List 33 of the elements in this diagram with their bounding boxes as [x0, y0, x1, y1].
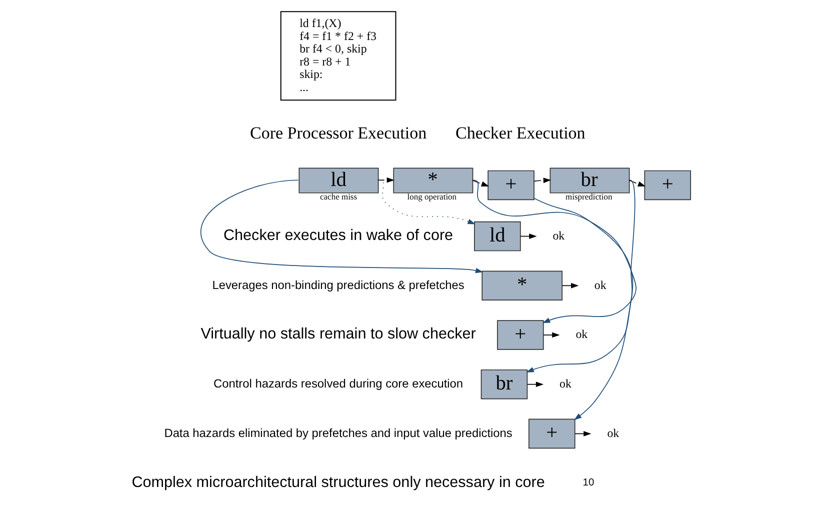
node-text: ok	[607, 426, 620, 440]
node-box: +	[644, 170, 692, 200]
label: Complex microarchitectural structures only necessary in core	[132, 474, 545, 491]
node-box: ld	[474, 221, 521, 252]
label: Control hazards resolved during core execution	[214, 376, 464, 390]
node-text: ok	[576, 327, 588, 342]
arrow	[543, 332, 560, 338]
node-box: +	[497, 320, 544, 350]
arrow	[526, 198, 634, 372]
node-label: cache miss	[320, 192, 358, 202]
label: Checker executes in wake of core	[224, 227, 454, 244]
node-box: ld f1,(X) f4 = f1 * f2 + f3 br f4 < 0, skip r8 = r8 + 1 skip: ...	[280, 11, 396, 101]
label: Core Processor Execution	[250, 123, 427, 142]
arrow	[377, 177, 394, 183]
node-label: misprediction	[566, 192, 612, 202]
label: Checker Execution	[455, 123, 586, 142]
arrow	[378, 180, 476, 224]
label: Data hazards eliminated by prefetches and input value predictions	[164, 426, 512, 440]
node-label: long operation	[407, 192, 457, 202]
node-box: +	[528, 418, 576, 449]
label: Virtually no stalls remain to slow checker	[200, 326, 476, 343]
node-box: br	[480, 369, 528, 400]
arrow	[534, 178, 552, 184]
node-text: ok	[594, 278, 606, 292]
label: 10	[582, 478, 594, 489]
node-box: *	[482, 270, 563, 301]
node-box: +	[488, 170, 534, 200]
node-text: ok	[560, 376, 572, 390]
arrow	[574, 180, 636, 420]
node-text: ok	[552, 228, 565, 242]
arrow	[527, 382, 544, 388]
label: Leverages non-binding predictions & prefetches	[212, 278, 464, 292]
arrow	[562, 282, 579, 288]
